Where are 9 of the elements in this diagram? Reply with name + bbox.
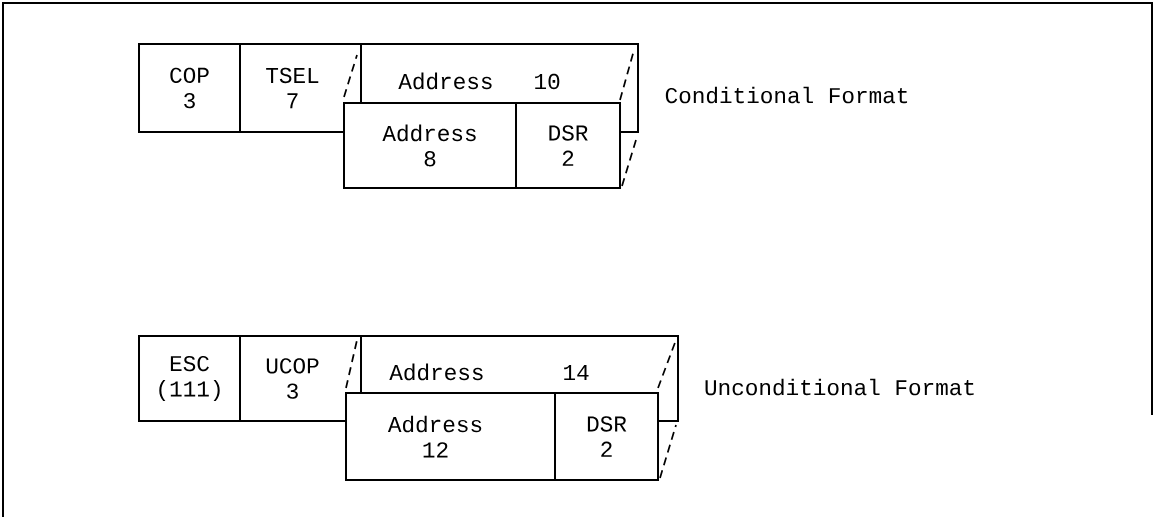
field-box: COP 3 (138, 43, 241, 133)
field-box: DSR 2 (554, 392, 659, 481)
format-label: Conditional Format (665, 86, 908, 104)
field-box: DSR 2 (515, 102, 621, 189)
field-box: UCOP 3 (239, 335, 362, 422)
field-box: Address 8 (343, 102, 517, 189)
field-box: ESC (111) (138, 335, 241, 422)
field-box: TSEL 7 (239, 43, 362, 133)
format-label: Unconditional Format (705, 378, 974, 396)
